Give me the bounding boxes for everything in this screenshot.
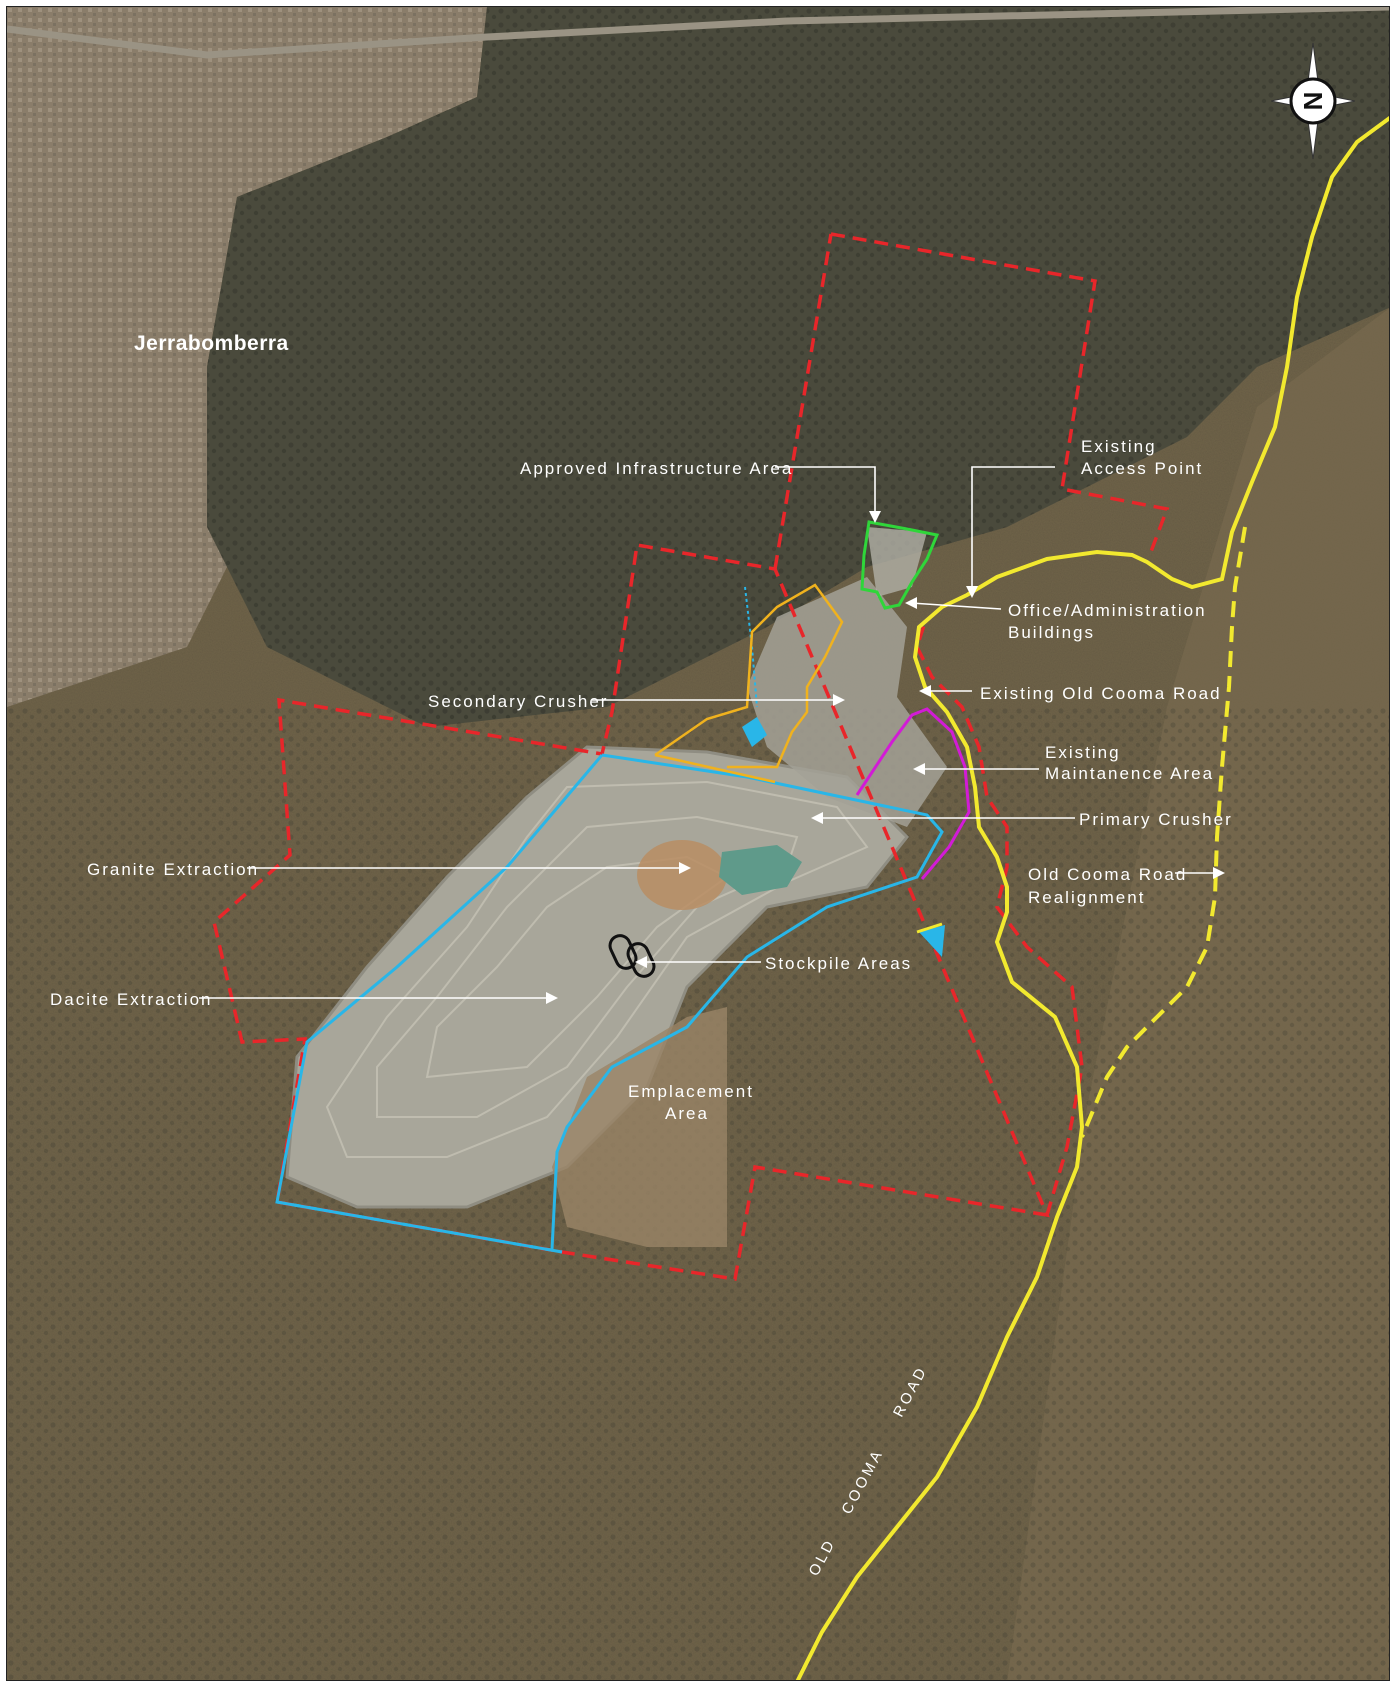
label-primary-crusher: Primary Crusher: [1079, 810, 1233, 829]
old-cooma-road-realignment: [1080, 526, 1247, 1138]
label-office-2: Buildings: [1008, 623, 1095, 642]
old-cooma-road: [795, 115, 1389, 1680]
approved-infrastructure-boundary: [860, 520, 940, 610]
label-maintenance-1: Existing: [1045, 743, 1121, 762]
label-realignment-2: Realignment: [1028, 888, 1145, 907]
label-approved-infrastructure: Approved Infrastructure Area: [520, 459, 793, 478]
label-stockpile-areas: Stockpile Areas: [765, 954, 912, 973]
label-existing-old-cooma-road: Existing Old Cooma Road: [980, 684, 1222, 703]
pit-floor: [637, 840, 727, 910]
label-emplacement-1: Emplacement: [628, 1082, 754, 1101]
map-frame: N Jerrabomberra Approved Infrastructure …: [6, 6, 1390, 1681]
label-realignment-1: Old Cooma Road: [1028, 865, 1187, 884]
pit-water: [719, 845, 802, 895]
label-existing-access-1: Existing: [1081, 437, 1157, 456]
dam-feature: [919, 925, 945, 957]
aerial-map[interactable]: N Jerrabomberra Approved Infrastructure …: [7, 7, 1390, 1681]
highway: [7, 7, 1389, 59]
project-boundary: [212, 232, 1170, 1281]
label-emplacement-2: Area: [665, 1104, 709, 1123]
label-dacite-extraction: Dacite Extraction: [50, 990, 213, 1009]
overlay-layer: [212, 115, 1389, 1680]
label-office-1: Office/Administration: [1008, 601, 1207, 620]
label-granite-extraction: Granite Extraction: [87, 860, 259, 879]
maintenance-boundary: [855, 707, 971, 880]
place-label-jerrabomberra: Jerrabomberra: [134, 332, 289, 355]
label-existing-access-2: Access Point: [1081, 459, 1203, 478]
label-secondary-crusher: Secondary Crusher: [428, 692, 608, 711]
north-arrow-letter: N: [1298, 92, 1328, 111]
emplacement-ground: [552, 1007, 727, 1247]
stockpile-outline: [608, 934, 656, 978]
terrain-layer: [7, 7, 1389, 1680]
secondary-crusher-boundary: [654, 583, 844, 769]
label-maintenance-2: Maintanence Area: [1045, 764, 1214, 783]
north-arrow: N: [1270, 42, 1356, 160]
extraction-boundary: [550, 753, 944, 1250]
leader-lines: [199, 466, 1225, 1004]
infrastructure-ground: [747, 577, 947, 827]
